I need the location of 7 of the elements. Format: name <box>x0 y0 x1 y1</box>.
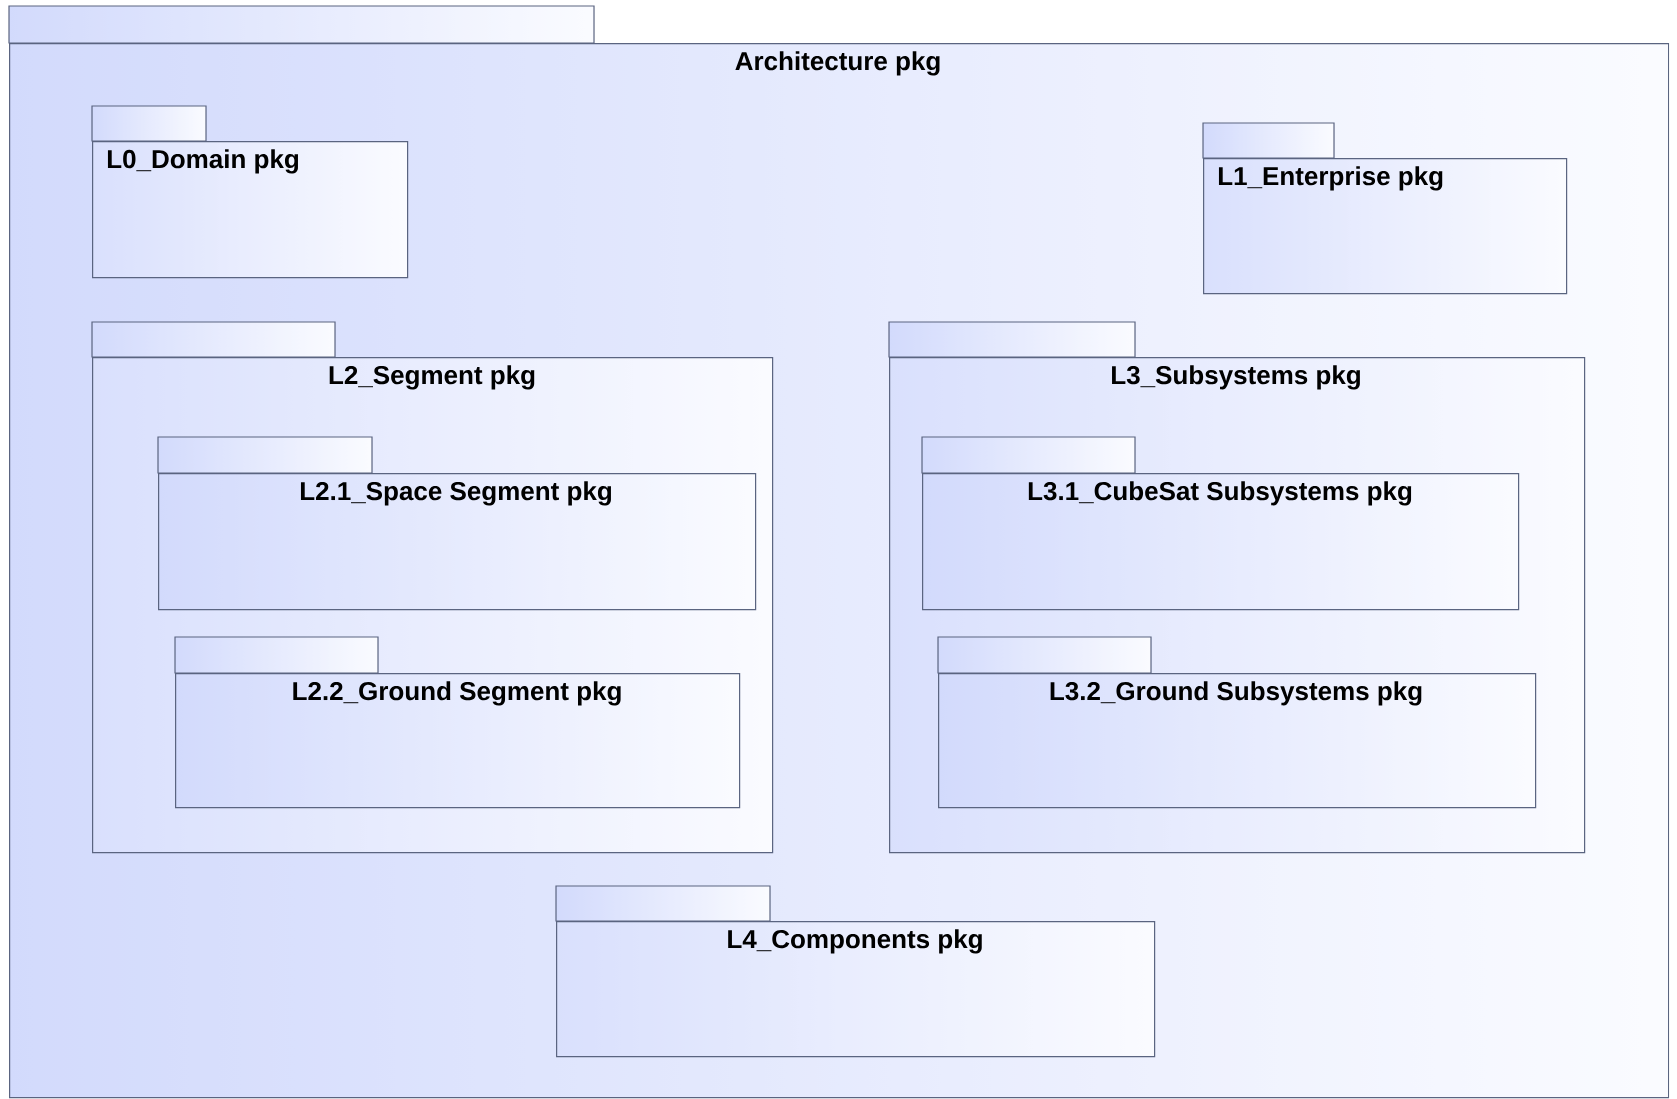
package-box: L0_Domain pkg <box>91 105 409 279</box>
package-box: L2.1_Space Segment pkg <box>157 436 757 611</box>
package-box: L1_Enterprise pkg <box>1202 122 1568 295</box>
package-box: L4_Components pkg <box>555 885 1156 1058</box>
package-box: L3.2_Ground Subsystems pkg <box>937 636 1537 809</box>
package-box: L2.2_Ground Segment pkg <box>174 636 741 809</box>
package-box: L3.1_CubeSat Subsystems pkg <box>921 436 1520 611</box>
